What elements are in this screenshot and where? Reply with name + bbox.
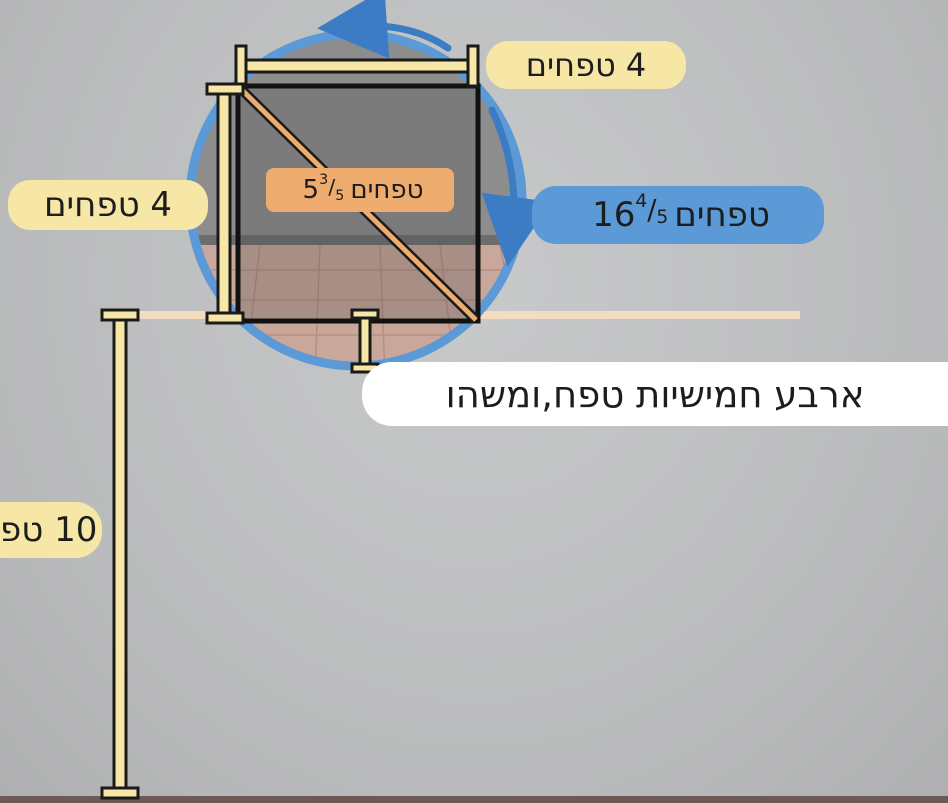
circumference-den: 5 (656, 207, 669, 228)
left-height-label: 4 טפחים (8, 180, 208, 230)
diagonal-unit: טפחים (350, 175, 424, 205)
top-width-label: 4 טפחים (486, 41, 686, 89)
wall-height-text: 10 טפ (0, 510, 98, 550)
diagonal-den: 5 (335, 188, 345, 204)
diagonal-slash: / (328, 175, 336, 199)
circumference-value: 16 4 / 5 (592, 191, 669, 235)
circumference-arrow (317, 0, 552, 267)
top-width-text: 4 טפחים (525, 46, 647, 84)
circumference-num: 4 (635, 191, 648, 212)
wall-height-measure (100, 308, 140, 800)
left-measure (205, 82, 245, 325)
top-measure (234, 44, 480, 88)
circumference-unit: טפחים (674, 195, 770, 235)
diagonal-num: 3 (319, 172, 329, 188)
wall-height-label: 10 טפ (0, 502, 102, 558)
circumference-label: טפחים 16 4 / 5 (532, 186, 824, 244)
circumference-slash: / (647, 195, 657, 226)
gap-text: ארבע חמישיות טפח,ומשהו (445, 372, 865, 416)
circumference-whole: 16 (592, 195, 636, 235)
diagonal-value: 5 3 / 5 (302, 172, 345, 205)
diagonal-label: טפחים 5 3 / 5 (266, 168, 454, 212)
gap-label: ארבע חמישיות טפח,ומשהו (362, 362, 948, 426)
diagonal-whole: 5 (302, 175, 320, 205)
floor-strip (0, 796, 948, 803)
left-height-text: 4 טפחים (43, 185, 173, 225)
